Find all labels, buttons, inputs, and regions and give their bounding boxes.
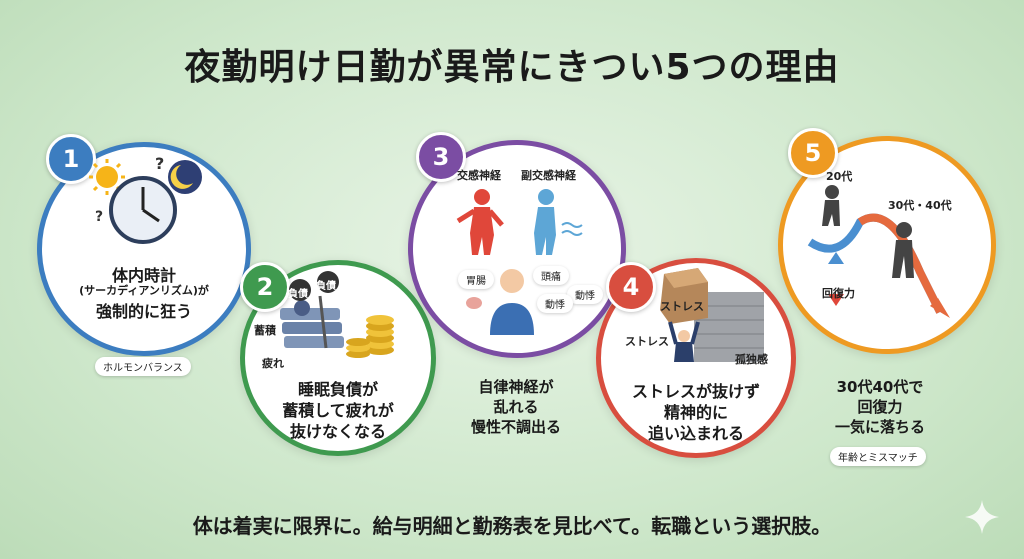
symptom-palpitation-1: 動悸 xyxy=(567,285,603,304)
debt-label-1: 負債 xyxy=(288,289,308,300)
sleep-debt-illustration xyxy=(280,271,394,358)
clock-sun-moon-icon: ? ? xyxy=(89,154,202,244)
reason-3-line2: 乱れる xyxy=(493,398,539,416)
page-title: 夜勤明け日勤が異常にきつい5つの理由 xyxy=(184,47,840,88)
reason-1-tag: ホルモンバランス xyxy=(95,357,191,376)
svg-text:?: ? xyxy=(155,154,164,173)
reason-4-line3: 追い込まれる xyxy=(647,424,744,443)
reason-4-line1: ストレスが抜けず xyxy=(631,382,760,401)
symptom-headache: 頭痛 xyxy=(533,266,569,285)
reason-5-line2: 回復力 xyxy=(857,398,903,416)
nerve-figures-illustration xyxy=(456,189,583,335)
reason-1-line3: 強制的に狂う xyxy=(95,302,192,321)
reason-2-line2: 蓄積して疲れが xyxy=(282,401,394,420)
recovery-label: 回復力 xyxy=(822,287,855,300)
reason-3-line1: 自律神経が xyxy=(478,378,554,396)
reason-4-badge: 4 xyxy=(606,262,656,312)
reason-2-line3: 抜けなくなる xyxy=(289,422,386,441)
stress-box-illustration xyxy=(660,268,764,362)
isolation-label: 孤独感 xyxy=(735,353,768,366)
stress-label: ストレス xyxy=(625,335,669,348)
symptom-palpitation-2: 動悸 xyxy=(537,294,573,313)
reason-5-line3: 一気に落ちる xyxy=(834,418,925,436)
reason-2-badge: 2 xyxy=(240,262,290,312)
stress-box-label: ストレス xyxy=(660,300,704,313)
footer-message: 体は着実に限界に。給与明細と勤務表を見比べて。転職という選択肢。 xyxy=(192,514,832,538)
reason-4-line2: 精神的に xyxy=(663,403,728,422)
parasympathetic-label: 副交感神経 xyxy=(521,169,576,182)
symptom-stomach: 胃腸 xyxy=(458,270,494,289)
sympathetic-label: 交感神経 xyxy=(457,169,501,182)
reason-5-badge: 5 xyxy=(788,128,838,178)
age-20s-label: 20代 xyxy=(826,170,853,183)
reason-1-badge: 1 xyxy=(46,134,96,184)
accumulate-label: 蓄積 xyxy=(254,324,276,337)
recovery-decline-illustration xyxy=(807,185,950,318)
reason-2-line1: 睡眠負債が xyxy=(297,380,378,399)
sparkle-icon xyxy=(965,500,999,534)
svg-text:?: ? xyxy=(95,209,103,225)
reason-5-line1: 30代40代で xyxy=(836,378,924,396)
age-3040s-label: 30代・40代 xyxy=(888,199,952,212)
reason-3-line3: 慢性不調出る xyxy=(470,418,561,436)
debt-label-2: 負債 xyxy=(316,281,336,292)
reason-3-badge: 3 xyxy=(416,132,466,182)
reason-5-tag: 年齢とミスマッチ xyxy=(830,447,926,466)
reason-1-line2: (サーカディアンリズム)が xyxy=(79,284,209,297)
tired-label: 疲れ xyxy=(262,357,284,370)
reason-1-line1: 体内時計 xyxy=(111,266,176,285)
